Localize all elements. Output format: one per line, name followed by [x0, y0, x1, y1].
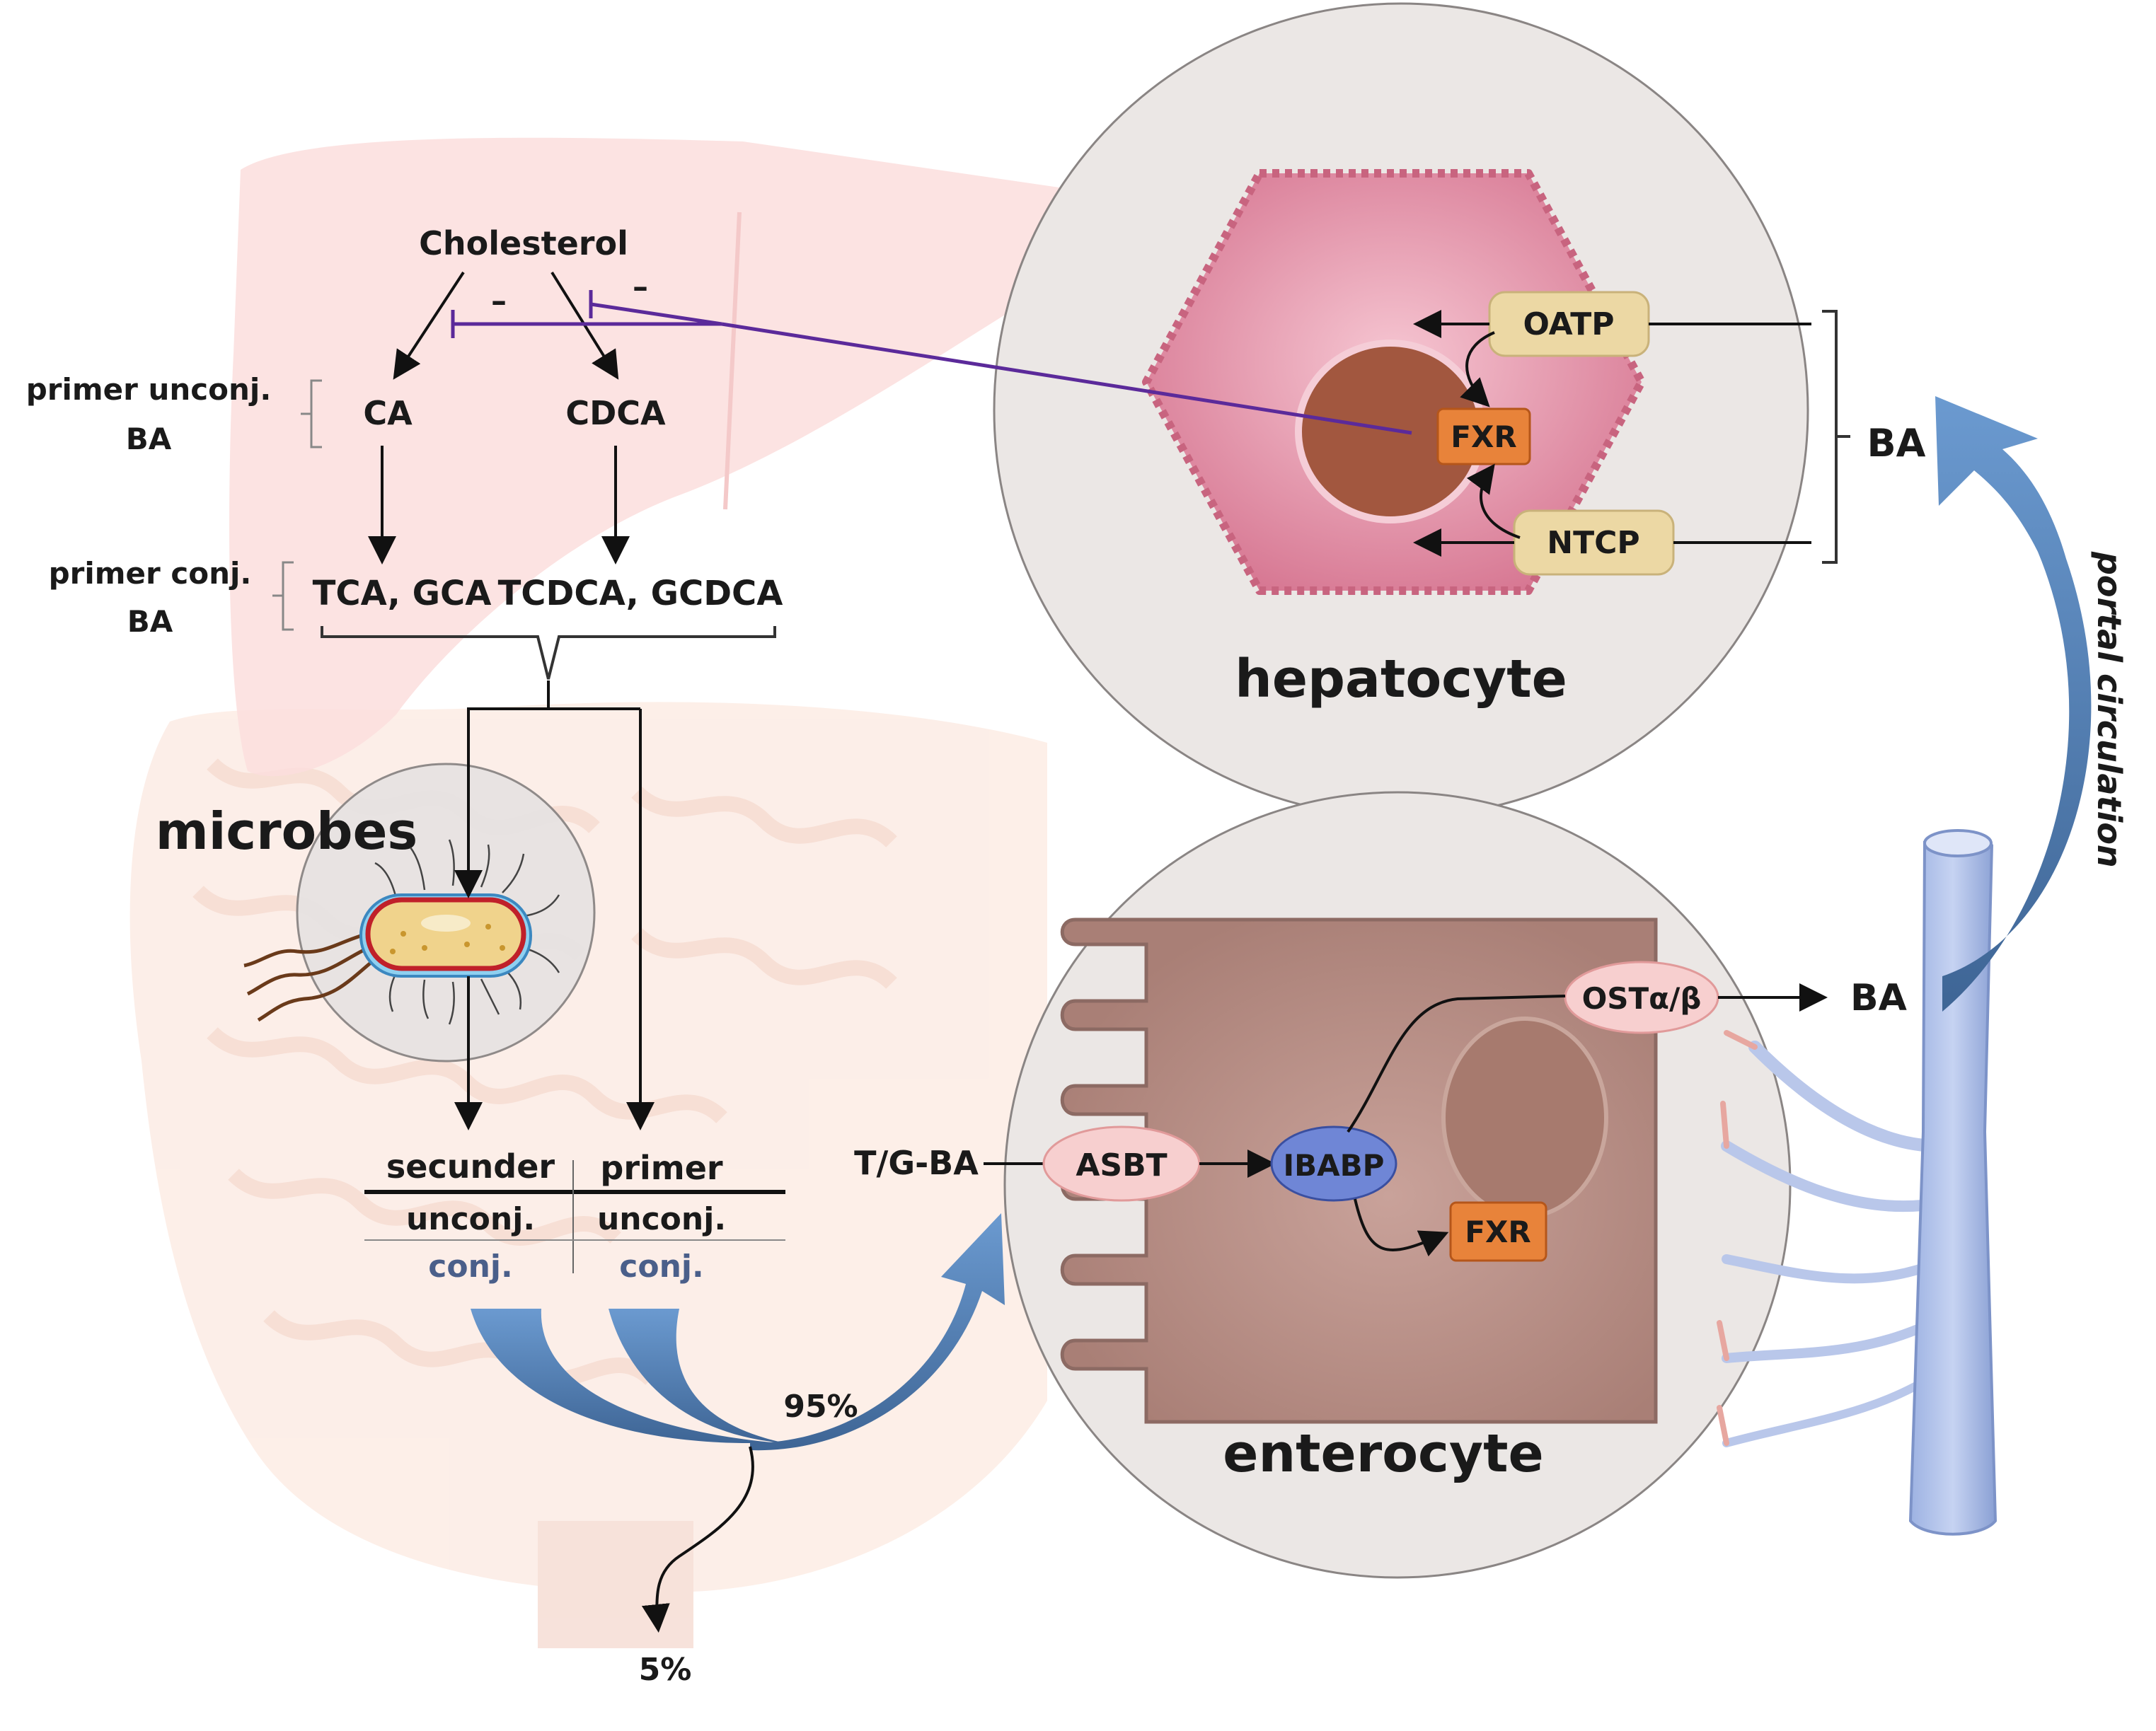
liver-lobe-line	[723, 212, 742, 510]
ntcp-label: NTCP	[1547, 525, 1639, 561]
liver-pathway: Cholesterol – – CA CDCA primer unconj. B…	[26, 224, 783, 680]
fxr-inhibition	[451, 290, 1412, 435]
enterocyte-fxr-label: FXR	[1465, 1215, 1530, 1249]
asbt-label: ASBT	[1076, 1147, 1167, 1183]
arrow-excretion	[641, 1446, 754, 1633]
vein-trunk	[1908, 830, 1998, 1536]
percent-reabsorbed: 95%	[783, 1389, 858, 1425]
hepatocyte-fxr-label: FXR	[1451, 419, 1516, 454]
enterocyte-title: enterocyte	[1223, 1423, 1543, 1484]
sweep-primary	[609, 1309, 785, 1443]
ibabp-label: IBABP	[1284, 1148, 1385, 1183]
inhibition-line-to-ca	[721, 322, 1412, 435]
enterocyte-nucleus	[1441, 1017, 1608, 1219]
ost-label: OSTα/β	[1582, 981, 1702, 1016]
tcdca-gcdca-label: TCDCA, GCDCA	[498, 574, 783, 613]
arrow-ntcp-to-fxr	[1466, 463, 1521, 539]
ba-brace-hepatocyte	[1822, 310, 1850, 564]
oatp-label: OATP	[1523, 306, 1614, 342]
enterocyte-ba-label: BA	[1850, 977, 1907, 1019]
portal-vein	[1717, 829, 1998, 1536]
arrow-ibabp-to-ost	[1347, 995, 1566, 1133]
conjugated-group-brace	[321, 626, 776, 680]
primary-conj-bracket	[272, 561, 294, 631]
tg-ba-label: T/G-BA	[854, 1144, 979, 1182]
tca-gca-label: TCA, GCA	[313, 574, 492, 613]
sweep-to-enterocyte	[750, 1213, 1005, 1451]
primary-unconj-bracket	[301, 379, 322, 448]
hepatocyte-panel: FXR OATP NTCP hepatocyte	[993, 2, 1811, 818]
liver-to-gut-flow	[454, 681, 655, 1130]
primary-unconj-label-1: primer unconj.	[26, 372, 272, 407]
hepatocyte-ba-label: BA	[1867, 421, 1926, 465]
inhibit-sign-left: –	[491, 283, 507, 319]
cholesterol-label: Cholesterol	[419, 224, 628, 262]
table-col2-row2: conj.	[619, 1249, 703, 1285]
primary-unconj-label-2: BA	[126, 422, 172, 456]
table-col1-header: secunder	[386, 1147, 555, 1186]
microbes-title: microbes	[156, 801, 418, 861]
cdca-label: CDCA	[565, 394, 666, 432]
primary-conj-label-1: primer conj.	[49, 556, 252, 591]
arrow-oatp-to-fxr	[1460, 331, 1495, 407]
portal-circulation-arrow	[1935, 396, 2092, 1012]
table-col2-row1: unconj.	[597, 1201, 726, 1237]
table-col2-header: primer	[600, 1149, 723, 1187]
sweep-secondary	[471, 1309, 778, 1443]
enterocyte-panel: T/G-BA ASBT IBABP FXR OSTα/β BA enterocy…	[854, 791, 1907, 1579]
table-col1-row1: unconj.	[406, 1201, 535, 1237]
primary-conj-label-2: BA	[127, 604, 173, 639]
hepatocyte-title: hepatocyte	[1235, 649, 1567, 710]
ca-label: CA	[363, 394, 413, 432]
table-col1-row2: conj.	[428, 1249, 512, 1285]
reabsorption-arrows: 95% 5%	[471, 1213, 1005, 1688]
microbes-panel: microbes	[156, 763, 596, 1063]
arrow-ibabp-to-fxr	[1354, 1198, 1449, 1257]
portal-circulation-label: portal circulation	[2090, 551, 2128, 868]
inhibit-sign-right: –	[633, 269, 648, 305]
inhibition-line-cdca-segment	[590, 302, 722, 326]
enterocyte-fxr-box	[1449, 1201, 1547, 1262]
arrow-cholesterol-to-ca	[393, 271, 465, 380]
bacterium-icon	[243, 839, 560, 1025]
liver-background	[229, 137, 1135, 777]
percent-excreted: 5%	[639, 1652, 692, 1688]
ibabp-protein	[1270, 1125, 1397, 1202]
vein-opening	[1923, 829, 1993, 857]
intestine-ba-table: secunder primer unconj. unconj. conj. co…	[364, 1147, 785, 1285]
